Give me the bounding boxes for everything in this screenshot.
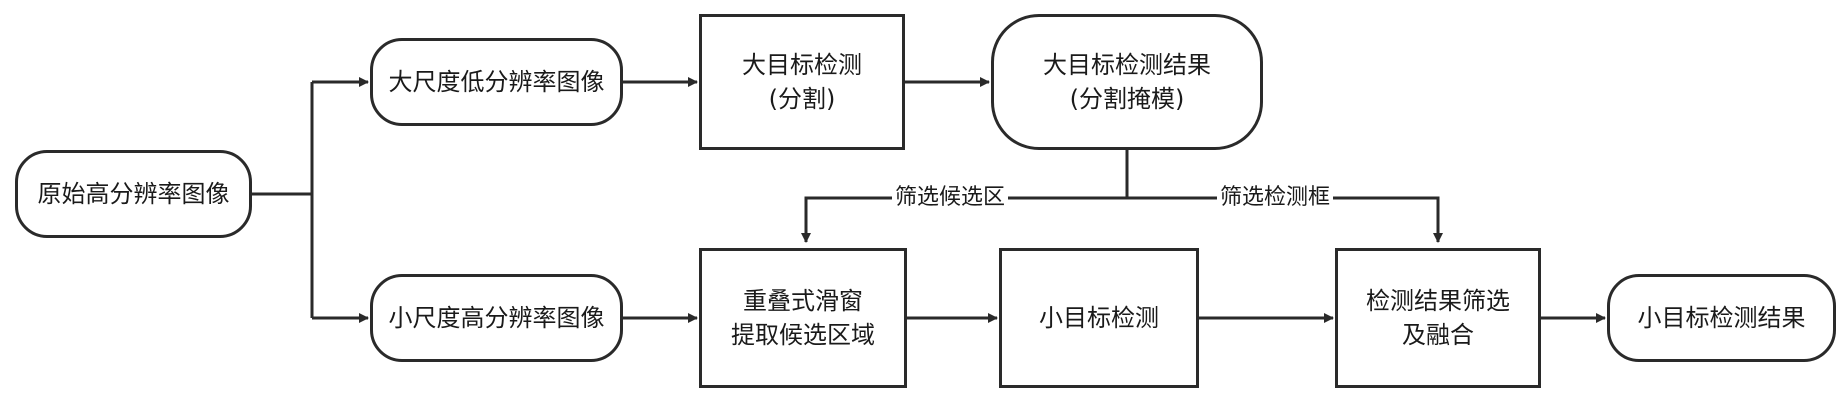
node-large-object-result: 大目标检测结果 (分割掩模)	[991, 14, 1263, 150]
node-large-object-detection: 大目标检测 (分割)	[699, 14, 905, 150]
node-small-high-res-image: 小尺度高分辨率图像	[370, 274, 623, 362]
node-small-object-detection-label: 小目标检测	[1039, 304, 1159, 332]
node-source-image-label: 原始高分辨率图像	[37, 180, 230, 208]
node-large-object-detection-line1: 大目标检测	[742, 51, 862, 79]
node-filter-and-fuse: 检测结果筛选 及融合	[1335, 248, 1541, 388]
edge-filter-candidates	[801, 196, 1127, 243]
node-large-object-result-line1: 大目标检测结果	[1043, 51, 1211, 79]
node-small-object-detection: 小目标检测	[999, 248, 1199, 388]
edge-label-filter-candidates: 筛选候选区	[892, 185, 1009, 211]
node-filter-and-fuse-line2: 及融合	[1402, 321, 1474, 349]
node-large-low-res-image: 大尺度低分辨率图像	[370, 38, 623, 126]
node-source-image: 原始高分辨率图像	[15, 150, 252, 238]
node-large-object-detection-line2: (分割)	[768, 85, 836, 113]
node-small-object-result: 小目标检测结果	[1607, 274, 1836, 362]
node-filter-and-fuse-line1: 检测结果筛选	[1366, 287, 1510, 315]
node-sliding-window-line2: 提取候选区域	[731, 321, 875, 349]
edge-label-filter-boxes: 筛选检测框	[1217, 185, 1334, 211]
node-large-object-result-line2: (分割掩模)	[1069, 85, 1185, 113]
node-small-high-res-image-label: 小尺度高分辨率图像	[388, 304, 605, 332]
node-sliding-window-line1: 重叠式滑窗	[743, 287, 863, 315]
node-sliding-window: 重叠式滑窗 提取候选区域	[699, 248, 907, 388]
node-small-object-result-label: 小目标检测结果	[1637, 304, 1806, 332]
node-large-low-res-image-label: 大尺度低分辨率图像	[388, 68, 605, 96]
